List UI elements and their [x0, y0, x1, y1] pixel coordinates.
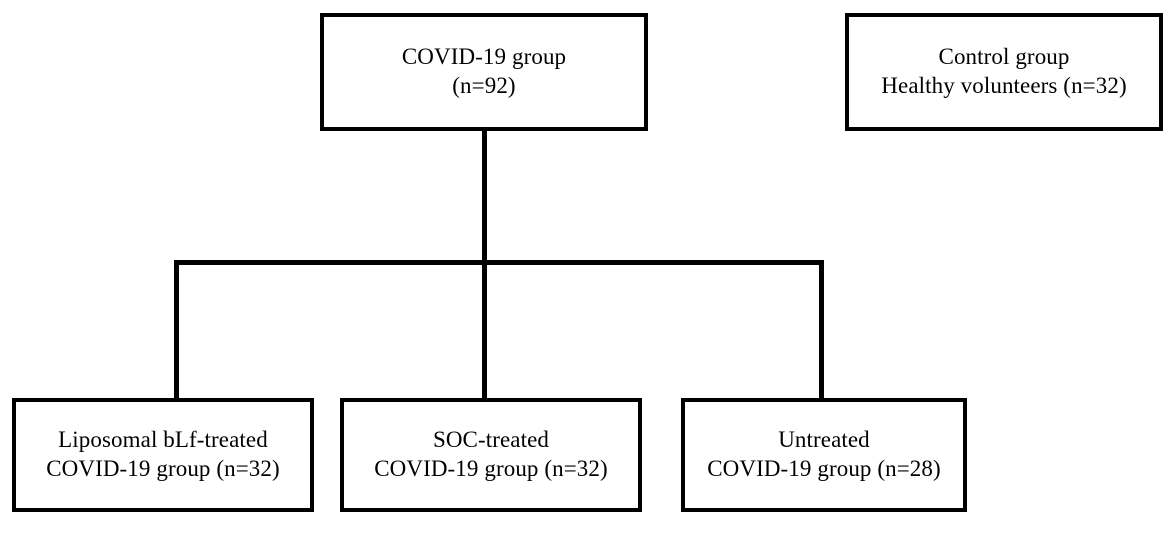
connector-split-bar — [174, 260, 824, 265]
node-soc-treated-group-line-1: SOC-treated — [432, 427, 550, 453]
node-untreated-group-line-1: Untreated — [778, 427, 870, 453]
node-covid-19-group-line-1: COVID-19 group — [401, 44, 567, 70]
node-liposomal-blf-treated-group: Liposomal bLf-treated COVID-19 group (n=… — [12, 398, 314, 512]
node-liposomal-blf-treated-group-line-2: COVID-19 group (n=32) — [46, 456, 280, 481]
connector-branch-left — [174, 260, 179, 400]
node-untreated-group: Untreated COVID-19 group (n=28) — [681, 398, 967, 512]
node-control-group: Control group Healthy volunteers (n=32) — [845, 13, 1163, 131]
node-liposomal-blf-treated-group-line-1: Liposomal bLf-treated — [58, 427, 268, 453]
node-soc-treated-group-line-2: COVID-19 group (n=32) — [374, 456, 608, 481]
node-control-group-line-1: Control group — [938, 44, 1070, 70]
node-control-group-line-2: Healthy volunteers (n=32) — [881, 73, 1127, 98]
node-soc-treated-group: SOC-treated COVID-19 group (n=32) — [340, 398, 642, 512]
node-untreated-group-line-2: COVID-19 group (n=28) — [707, 456, 941, 481]
node-covid-19-group-line-2: (n=92) — [452, 73, 516, 98]
connector-branch-right — [819, 260, 824, 400]
node-covid-19-group: COVID-19 group (n=92) — [320, 13, 648, 131]
